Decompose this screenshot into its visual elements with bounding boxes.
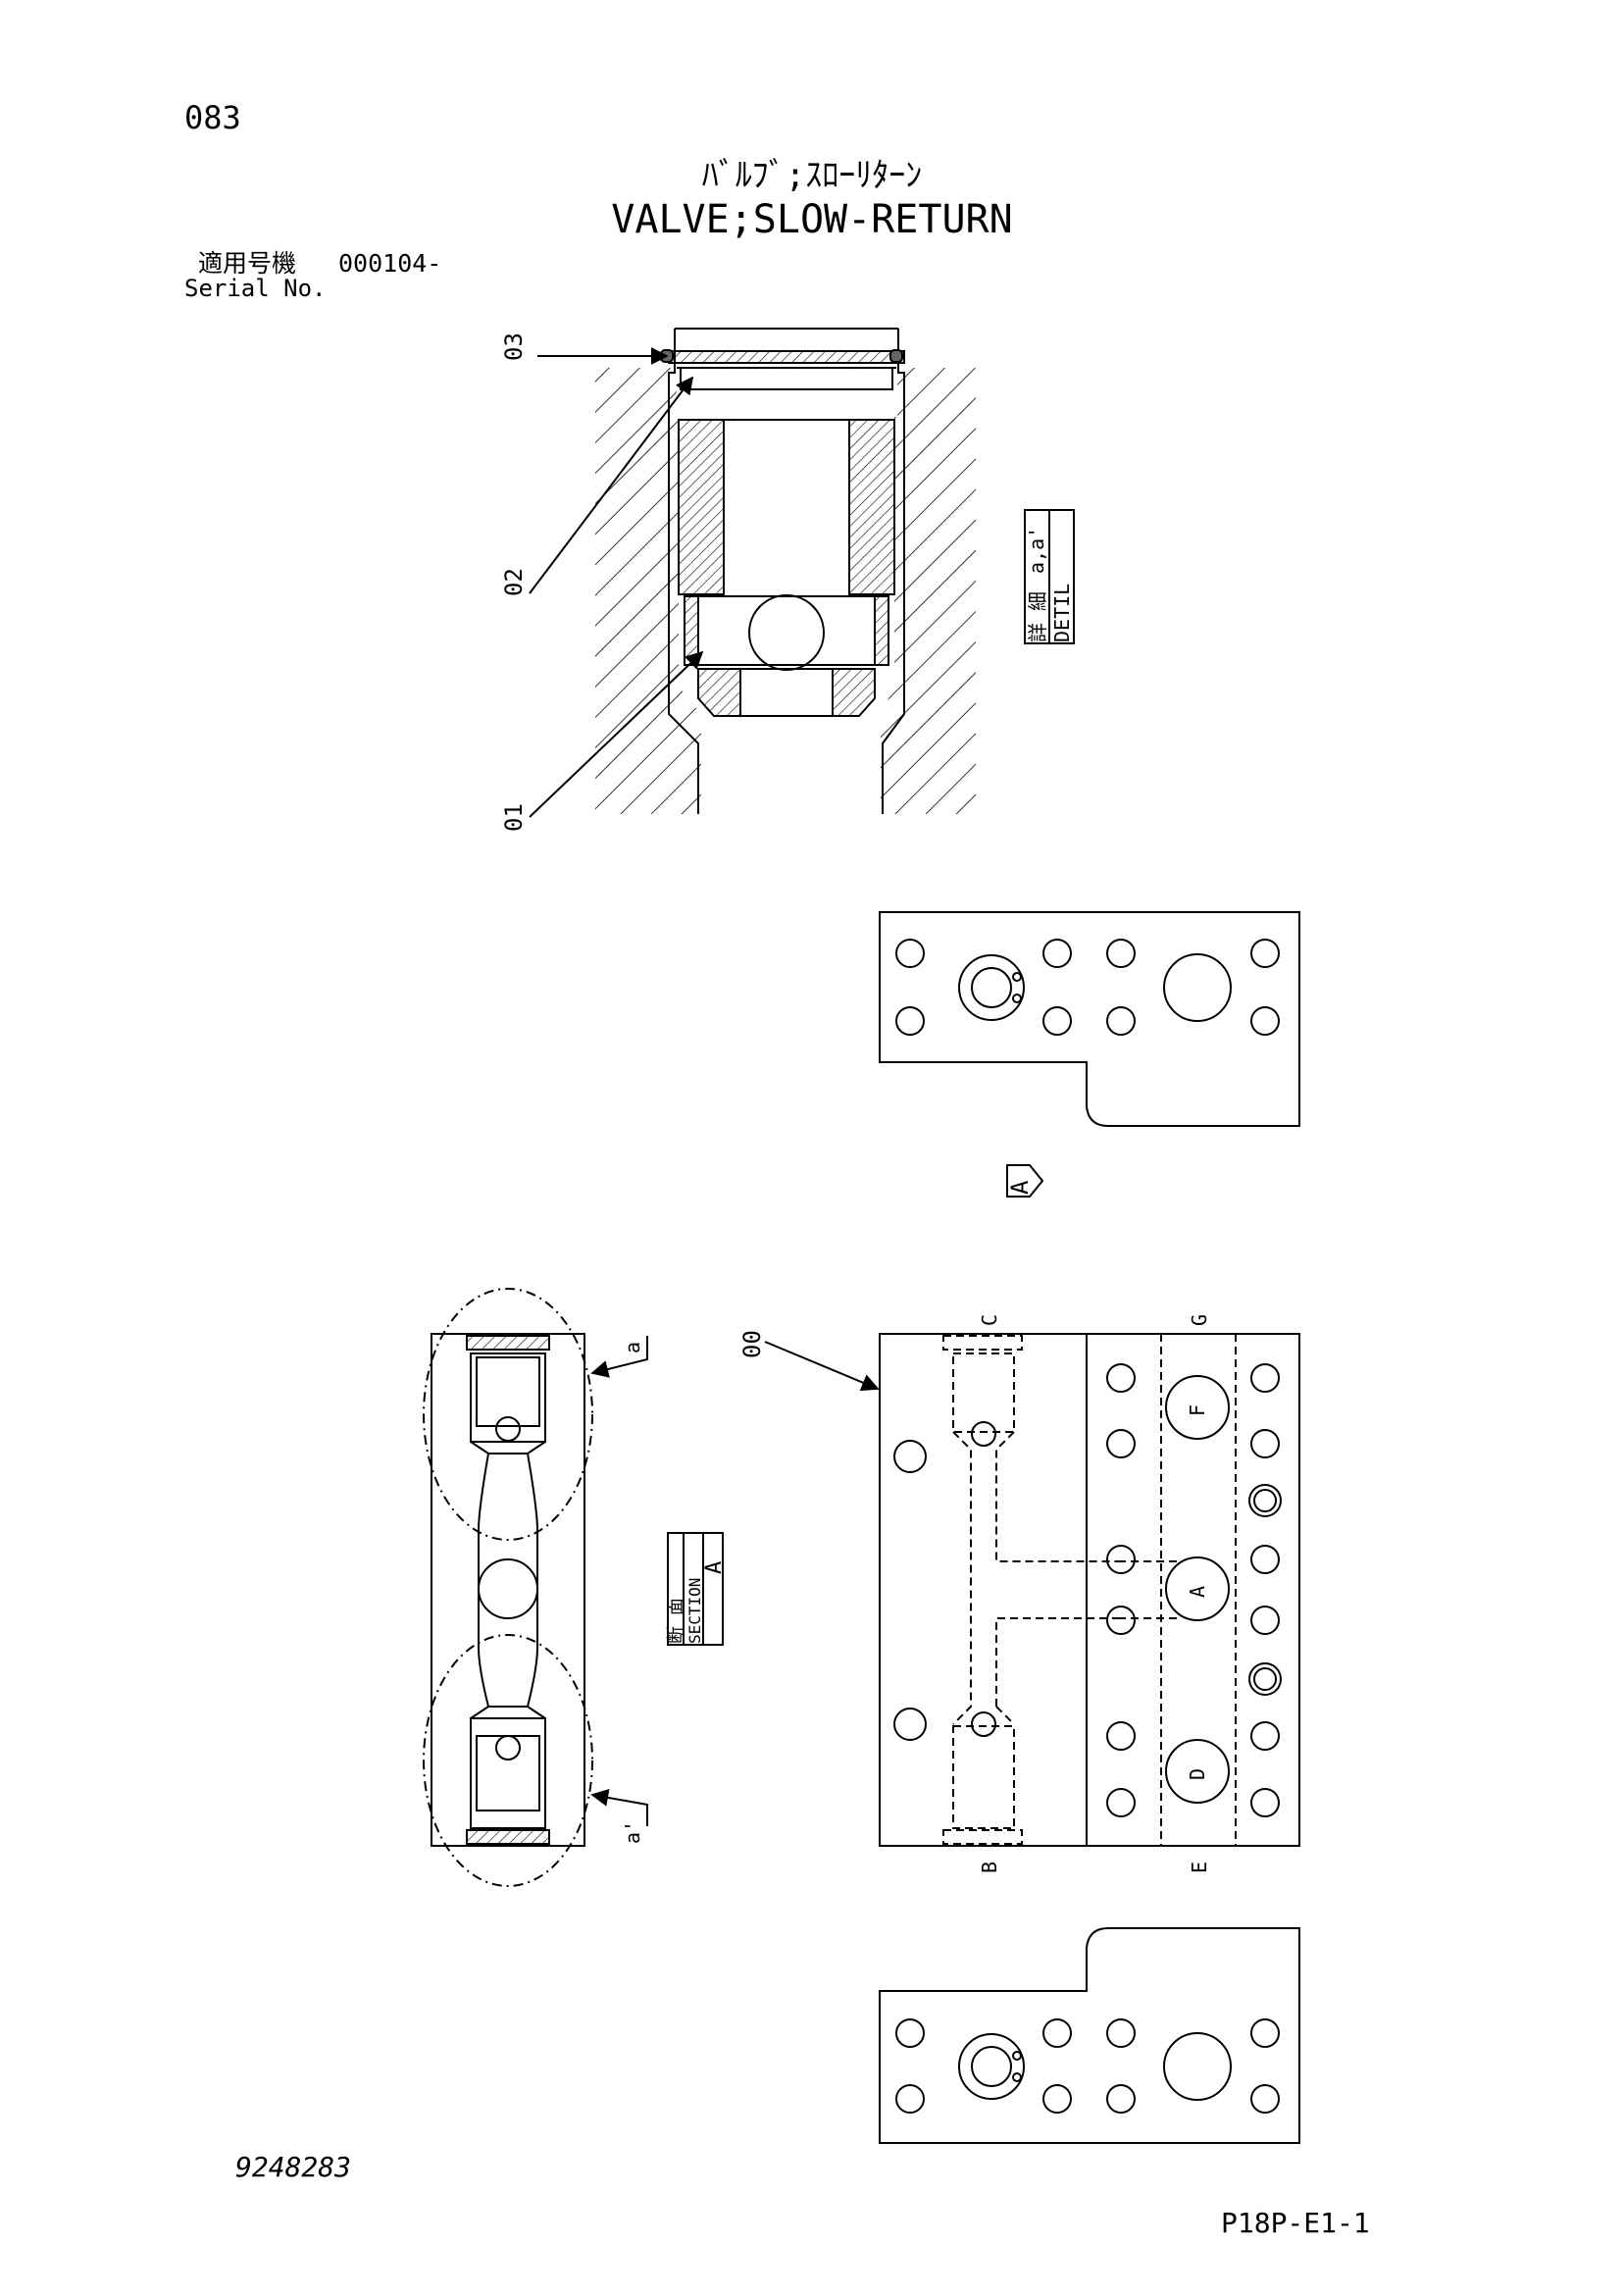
port-letter-e: E <box>1188 1862 1211 1873</box>
detail-label-box <box>1024 509 1075 644</box>
port-letter-g: G <box>1188 1314 1211 1326</box>
detail-label-en: DETIL <box>1050 584 1074 642</box>
section-label-ref: A <box>702 1561 727 1574</box>
detail-label-jp: 詳 細 <box>1026 591 1049 642</box>
section-label-box <box>667 1532 724 1646</box>
section-label-jp: 断 面 <box>666 1598 686 1644</box>
page-code: P18P-E1-1 <box>1221 2207 1370 2239</box>
port-letter-f: F <box>1186 1404 1209 1416</box>
detail-label-ref: a,a' <box>1025 527 1048 574</box>
page-number: 083 <box>184 99 241 136</box>
port-letter-b: B <box>978 1862 1001 1873</box>
serial-label-english: Serial No. <box>184 275 327 302</box>
block-front-view <box>764 1333 1300 1847</box>
view-arrow-a <box>1006 1164 1044 1198</box>
detail-ref-a-prime: a' <box>621 1820 644 1844</box>
view-arrow-label: A <box>1006 1180 1034 1195</box>
port-letter-a: A <box>1186 1586 1209 1598</box>
section-label-en: SECTION <box>685 1578 704 1644</box>
detail-view <box>529 328 976 818</box>
block-top-view <box>879 911 1300 1127</box>
serial-number-value: 000104- <box>338 249 442 278</box>
part-label-03: 03 <box>500 332 528 361</box>
port-letter-d: D <box>1186 1768 1209 1780</box>
section-a-view <box>423 1288 648 1887</box>
block-bottom-view <box>879 1927 1300 2144</box>
part-label-02: 02 <box>500 568 528 596</box>
part-label-01: 01 <box>500 803 528 832</box>
detail-ref-a: a <box>621 1342 644 1353</box>
drawing-number: 9248283 <box>235 2151 352 2183</box>
serial-label-japanese: 適用号機 <box>198 249 297 278</box>
title-english: VALVE;SLOW-RETURN <box>611 197 1013 242</box>
title-japanese: ﾊﾞﾙﾌﾞ;ｽﾛｰﾘﾀｰﾝ <box>701 156 923 195</box>
port-letter-c: C <box>978 1314 1001 1326</box>
part-label-00: 00 <box>738 1330 766 1358</box>
